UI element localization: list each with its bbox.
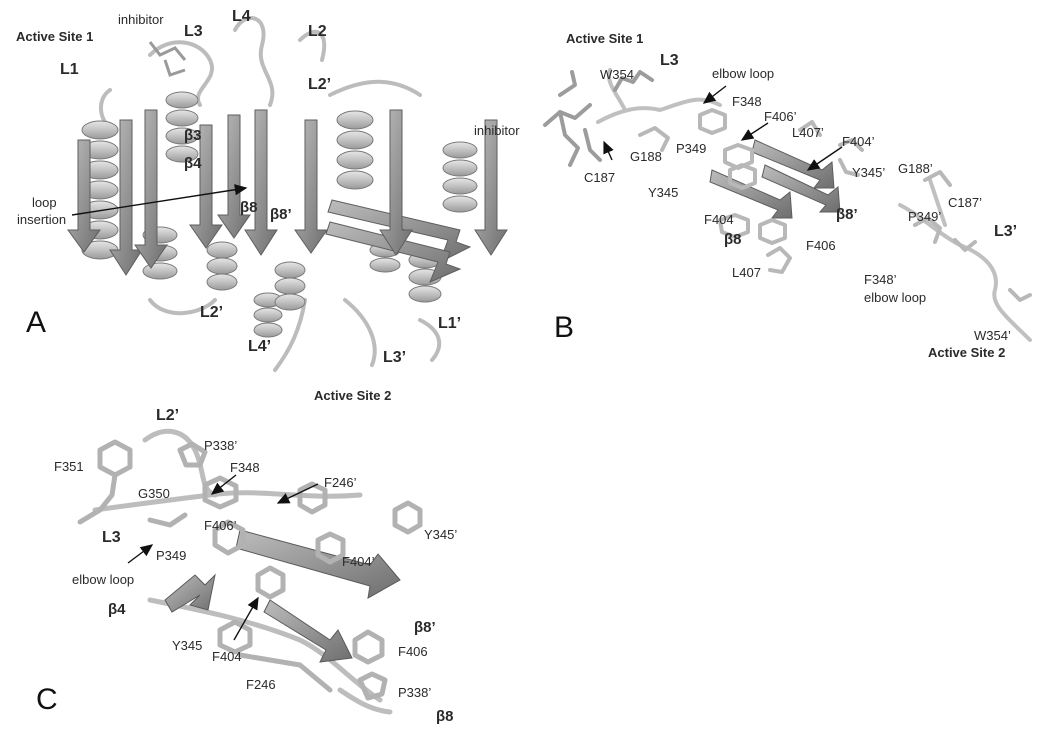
b-y345-label: Y345 — [648, 185, 679, 200]
b-beta8p-label: β8’ — [836, 206, 858, 223]
b-f406-label: F406 — [806, 238, 836, 253]
b-l407p-label: L407’ — [792, 125, 824, 140]
a-l4-label: L4 — [232, 8, 251, 25]
c-l3-label: L3 — [102, 529, 121, 546]
b-active-site-2-label: Active Site 2 — [928, 345, 1006, 360]
c-l2p-label: L2’ — [156, 407, 180, 424]
b-p349p-label: P349’ — [908, 209, 942, 224]
b-active-site-1-label: Active Site 1 — [566, 31, 644, 46]
b-f404p-label: F404’ — [842, 134, 875, 149]
b-w354p-label: W354’ — [974, 328, 1011, 343]
b-elbow-loop-label: elbow loop — [712, 66, 775, 81]
a-inhibitor-label: inhibitor — [118, 12, 164, 27]
c-f404-label: F404 — [212, 649, 242, 664]
c-y345p-label: Y345’ — [424, 527, 458, 542]
b-f348-label: F348 — [732, 94, 762, 109]
b-g188-label: G188 — [630, 149, 662, 164]
c-elbow-loop-label: elbow loop — [72, 572, 135, 587]
b-p349-label: P349 — [676, 141, 707, 156]
c-f246-label: F246 — [246, 677, 276, 692]
b-f348p-label: F348’ — [864, 272, 897, 287]
panel-b-letter: B — [554, 311, 575, 344]
a-loop-insertion-line1: loop — [32, 195, 57, 210]
c-f404p-label: F404’ — [342, 554, 375, 569]
a-l2p-bottom-label: L2’ — [200, 304, 224, 321]
b-inhibitor-label: inhibitor — [474, 123, 520, 138]
b-l3p-label: L3’ — [994, 223, 1018, 240]
panel-c-letter: C — [36, 683, 58, 716]
a-l3p-label: L3’ — [383, 349, 407, 366]
a-l1p-label: L1’ — [438, 315, 462, 332]
a-beta4-label: β4 — [184, 155, 202, 172]
panel-b-arrows — [603, 85, 843, 171]
panel-c-arrows — [127, 474, 319, 641]
a-beta3-label: β3 — [184, 127, 202, 144]
a-beta8-label: β8 — [240, 199, 258, 216]
c-f246p-label: F246’ — [324, 475, 357, 490]
panel-c-structure — [77, 428, 423, 715]
c-g350-label: G350 — [138, 486, 170, 501]
a-l3-label: L3 — [184, 23, 203, 40]
b-elbow-loop-p-label: elbow loop — [864, 290, 927, 305]
c-f348-label: F348 — [230, 460, 260, 475]
c-y345-label: Y345 — [172, 638, 203, 653]
loop-insertion-arrow — [71, 184, 248, 216]
b-c187-label: C187 — [584, 170, 616, 185]
b-f406p-label: F406’ — [764, 109, 797, 124]
c-f406p-label: F406’ — [204, 518, 237, 533]
c-beta8p-label: β8’ — [414, 619, 436, 636]
panel-a-letter: A — [26, 306, 47, 339]
c-beta4-label: β4 — [108, 601, 126, 618]
a-l2p-top-label: L2’ — [308, 76, 332, 93]
a-active-site-2-label: Active Site 2 — [314, 388, 392, 403]
c-f406-label: F406 — [398, 644, 428, 659]
b-l407-label: L407 — [732, 265, 761, 280]
b-f404-label: F404 — [704, 212, 734, 227]
a-l4p-label: L4’ — [248, 338, 272, 355]
a-active-site-1-label: Active Site 1 — [16, 29, 94, 44]
b-w354-label: W354 — [600, 67, 634, 82]
c-p349-label: P349 — [156, 548, 187, 563]
a-l2-label: L2 — [308, 23, 327, 40]
b-g188p-label: G188’ — [898, 161, 933, 176]
c-beta8-label: β8 — [436, 708, 454, 725]
a-beta8p-label: β8’ — [270, 206, 292, 223]
a-loop-insertion-line2: insertion — [17, 212, 67, 227]
a-l1-label: L1 — [60, 61, 79, 78]
panel-a-structure — [67, 16, 508, 372]
b-beta8-label: β8 — [724, 231, 742, 248]
b-c187p-label: C187’ — [948, 195, 982, 210]
panel-b-structure — [543, 68, 1032, 342]
c-p338p-top-label: P338’ — [204, 438, 238, 453]
b-l3-label: L3 — [660, 52, 679, 69]
c-f351-label: F351 — [54, 459, 84, 474]
b-y345p-label: Y345’ — [852, 165, 886, 180]
c-p338p-bottom-label: P338’ — [398, 685, 432, 700]
